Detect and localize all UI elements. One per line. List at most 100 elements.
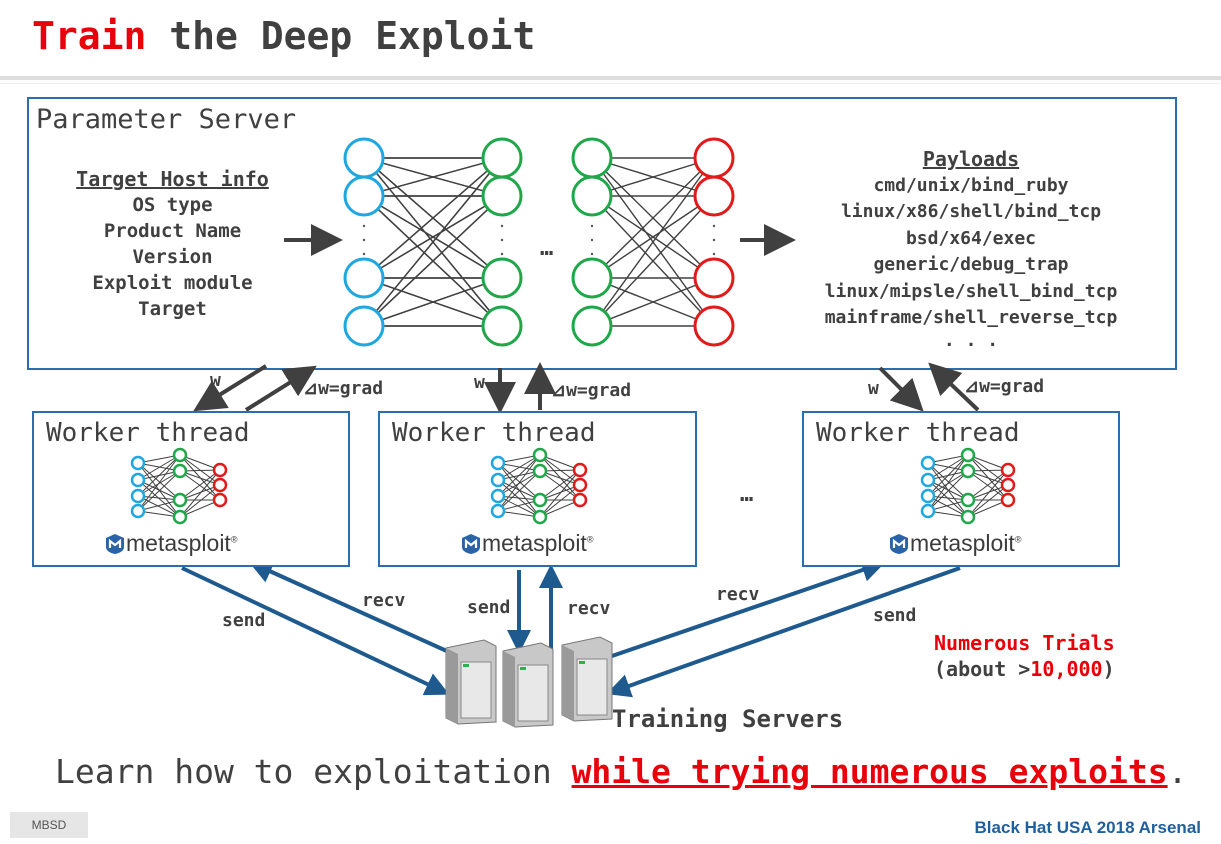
send-arrow-1 (181, 566, 450, 696)
network-node (1000, 477, 1016, 493)
network-edge (137, 470, 181, 512)
worker-thread-label: Worker thread (392, 418, 596, 448)
network-node (481, 305, 523, 347)
network-edge (137, 495, 181, 518)
payload-item: mainframe/shell_reverse_tcp (824, 307, 1118, 328)
network-edge (927, 454, 969, 497)
network-ellipsis: … (540, 236, 554, 261)
target-host-info: Target Host info OS type Product Name Ve… (40, 166, 305, 322)
worker-thread-label: Worker thread (46, 418, 250, 448)
network-edge (497, 454, 541, 512)
network-edge (967, 469, 1009, 518)
trials-pre: (about > (934, 657, 1031, 681)
network-edge (927, 479, 969, 501)
network-node (130, 455, 146, 471)
footer-event: Black Hat USA 2018 Arsenal (974, 818, 1201, 837)
send-arrow-3 (606, 566, 961, 698)
network-edge (137, 462, 181, 501)
info-item: Product Name (103, 220, 242, 242)
network-node (212, 462, 228, 478)
info-item: Target (138, 298, 207, 320)
network-edge (591, 157, 715, 197)
recv-label-1: recv (362, 590, 406, 611)
network-node (920, 488, 936, 504)
metasploit-logo: metasploit® (460, 530, 593, 557)
trials-line2: (about >10,000) (934, 656, 1115, 682)
network-edge (179, 484, 221, 518)
network-edge (539, 469, 581, 518)
metasploit-logo: metasploit® (104, 530, 237, 557)
payloads-header: Payloads (922, 147, 1020, 171)
network-node (212, 492, 228, 508)
info-item: Exploit module (92, 272, 253, 294)
network-edge (137, 479, 181, 501)
bottom-pre: Learn how to exploitation (55, 752, 572, 791)
w-arrow-3 (878, 366, 924, 412)
payload-item: . . . (943, 329, 999, 351)
worker-box-2 (378, 411, 697, 567)
ellipsis-dot (500, 252, 504, 256)
grad-label-3: ⊿w=grad (964, 376, 1045, 397)
grad-arrow-1 (244, 365, 317, 412)
send-label-2: send (467, 597, 511, 618)
recv-label-2: recv (567, 598, 611, 619)
network-edge (967, 469, 1009, 501)
ellipsis-dot (590, 238, 594, 242)
network-node (343, 305, 385, 347)
network-edge (927, 470, 969, 512)
w-arrow-1 (193, 364, 268, 412)
network-node (960, 492, 976, 508)
network-edge (497, 470, 541, 512)
worker-box-1 (32, 411, 350, 567)
title-highlight: Train (32, 14, 147, 58)
ellipsis-dot (500, 224, 504, 228)
network-edge (179, 469, 221, 501)
network-node (693, 257, 735, 299)
w-label-2: w (474, 372, 485, 393)
network-node (1000, 462, 1016, 478)
slide-title: Train the Deep Exploit (32, 14, 535, 58)
grad-label-1: ⊿w=grad (303, 378, 384, 399)
metasploit-text: metasploit (910, 530, 1015, 556)
network-edge (927, 495, 969, 518)
network-node (572, 477, 588, 493)
network-node (693, 175, 735, 217)
bottom-highlight: while trying numerous exploits (571, 752, 1168, 791)
network-node (490, 488, 506, 504)
network-edge (497, 462, 541, 501)
w-label-1: w (210, 370, 221, 391)
network-edge (363, 157, 503, 327)
network-node (960, 447, 976, 463)
worker-network (490, 447, 588, 525)
network-node (172, 447, 188, 463)
ellipsis-dot (712, 238, 716, 242)
metasploit-logo: metasploit® (888, 530, 1021, 557)
network-node (212, 477, 228, 493)
ellipsis-dot (500, 238, 504, 242)
info-item: OS type (132, 194, 213, 216)
network-edge (927, 462, 969, 501)
training-servers-icon (445, 636, 613, 728)
ellipsis-dot (362, 224, 366, 228)
bottom-message: Learn how to exploitation while trying n… (55, 752, 1187, 791)
network-edge (363, 157, 503, 279)
worker-network (130, 447, 228, 525)
network-node (130, 488, 146, 504)
network-node (343, 175, 385, 217)
network-edge (137, 454, 181, 481)
metasploit-icon (462, 534, 480, 554)
network-node (172, 509, 188, 525)
network-node (172, 492, 188, 508)
network-edge (137, 454, 181, 497)
network-node (572, 462, 588, 478)
ellipsis-dot (712, 252, 716, 256)
network-node (532, 509, 548, 525)
ellipsis-dot (362, 238, 366, 242)
recv-label-3: recv (716, 584, 760, 605)
network-node (490, 503, 506, 519)
metasploit-icon (106, 534, 124, 554)
network-node (490, 455, 506, 471)
recv-arrow-1 (248, 560, 461, 659)
